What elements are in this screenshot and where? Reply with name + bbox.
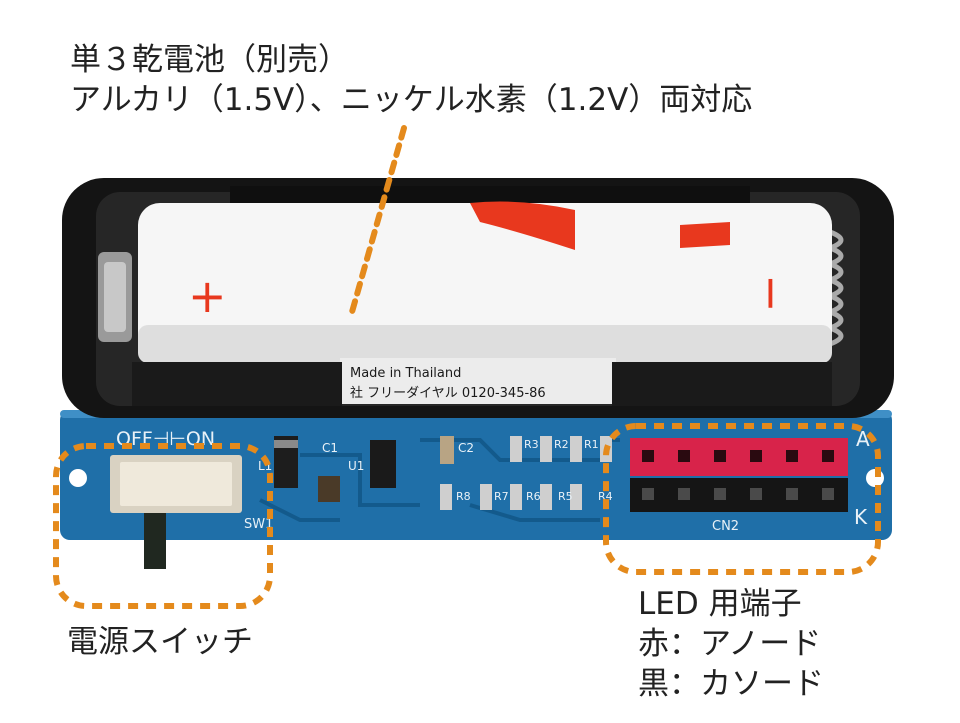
switch-annotation-label: 電源スイッチ (67, 624, 253, 660)
diode-band (274, 440, 298, 448)
battery-minus-mark: − (745, 274, 799, 313)
ic-u1 (370, 440, 396, 488)
battery-red-band (470, 201, 575, 250)
battery-leader-line (349, 125, 407, 315)
anode-pin-holes (642, 450, 834, 462)
battery-annotation-line2: アルカリ（1.5V）、ニッケル水素（1.2V）両対応 (70, 82, 753, 118)
component-label-r7: R7 (494, 490, 509, 503)
led-annotation-line1: LED 用端子 (638, 586, 802, 622)
resistor-array-bottom (440, 484, 582, 510)
anode-silk-mark: A (856, 427, 870, 451)
battery-plus-mark: + (188, 269, 227, 323)
led-annotation-line3: 黒：カソード (638, 666, 824, 702)
switch-ref: SW1 (244, 517, 273, 532)
battery-annotation-line1: 単３乾電池（別売） (70, 42, 349, 78)
connector-ref: CN2 (712, 519, 739, 534)
component-label-r6: R6 (526, 490, 541, 503)
spring-right (822, 229, 844, 347)
switch-highlight-box (53, 443, 273, 609)
battery-label-line1: Made in Thailand (350, 366, 461, 381)
slide-switch[interactable] (110, 455, 242, 569)
component-label-c2: C2 (458, 441, 474, 455)
battery-label-line2: 社 フリーダイヤル 0120-345-86 (350, 385, 546, 401)
capacitor-c1 (318, 476, 340, 502)
switch-annotation: 電源スイッチ (67, 622, 253, 662)
battery-cell (138, 203, 832, 363)
led-connector-anode-row[interactable] (630, 438, 848, 476)
component-label-r1: R1 (584, 438, 599, 451)
battery-red-band-2 (680, 222, 730, 248)
led-connector-cathode-row[interactable] (630, 478, 848, 512)
holder-bottom-lip (132, 362, 342, 406)
mount-hole-left (69, 469, 87, 487)
battery-annotation: 単３乾電池（別売） アルカリ（1.5V）、ニッケル水素（1.2V）両対応 (70, 40, 752, 120)
battery-label-strip (340, 358, 616, 404)
capacitor-c2 (440, 436, 454, 464)
component-label-r8: R8 (456, 490, 471, 503)
led-annotation-line2: 赤：アノード (638, 626, 822, 662)
holder-bottom-lip-right (612, 362, 832, 406)
component-label-c1: C1 (322, 441, 338, 455)
component-label-r2: R2 (554, 438, 569, 451)
spring-left (98, 252, 132, 342)
component-label-r5: R5 (558, 490, 573, 503)
component-label-u1: U1 (348, 459, 364, 473)
cathode-pin-holes (642, 488, 834, 500)
component-label-r3: R3 (524, 438, 539, 451)
battery-shadow (138, 325, 832, 363)
led-annotation: LED 用端子 赤：アノード 黒：カソード (638, 584, 824, 704)
cathode-silk-mark: K (854, 505, 868, 529)
